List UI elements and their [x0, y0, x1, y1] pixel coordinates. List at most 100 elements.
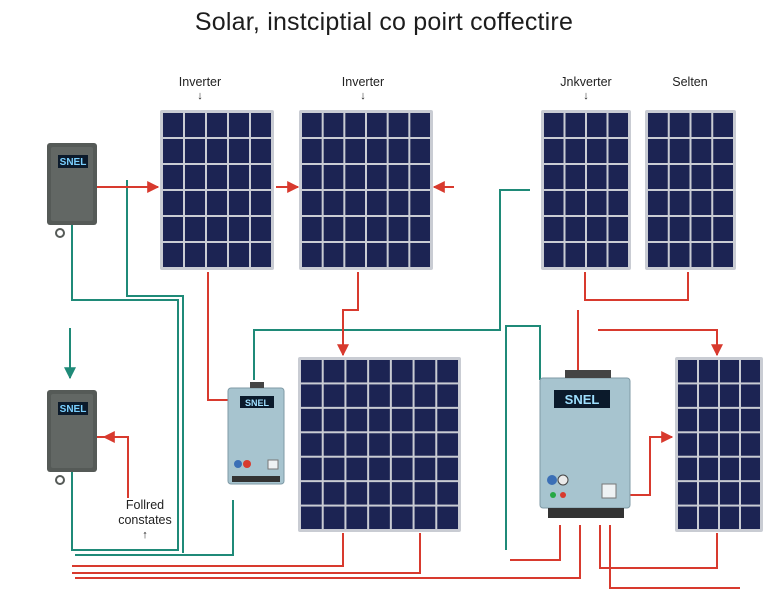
panel-cell [713, 243, 733, 267]
panel-cell [414, 482, 436, 505]
panel-cell [691, 191, 712, 215]
panel-cell [323, 506, 345, 529]
panel-cell [388, 165, 409, 189]
panel-cell [323, 384, 345, 407]
panel-cell [720, 482, 739, 505]
panel-cell [301, 433, 322, 456]
panel-cell [207, 113, 227, 137]
panel-cell [741, 408, 760, 432]
panel-cell [185, 113, 205, 137]
panel-cell [207, 217, 227, 241]
panel-cell [648, 165, 668, 189]
panel-cell [346, 506, 368, 529]
panel-cell [608, 243, 628, 267]
panel-cell [367, 243, 387, 267]
panel-cell [414, 384, 436, 407]
panel-label-3: Jnkverter ↓ [541, 75, 631, 102]
panel-label-2-text: Inverter [341, 75, 385, 89]
panel-cell [414, 360, 436, 383]
panel-cell [544, 191, 564, 215]
panel-cell [437, 506, 458, 529]
down-arrow-icon: ↓ [583, 90, 589, 102]
panel-cell [414, 457, 436, 481]
panel-cell [699, 457, 718, 481]
panel-cell [544, 217, 564, 241]
panel-cell [323, 243, 344, 267]
panel-cell [346, 384, 368, 407]
panel-cell [345, 165, 365, 189]
panel-cell [410, 191, 430, 215]
panel-cell [544, 165, 564, 189]
panel-cell [391, 457, 413, 481]
note-line-1: Follred [125, 498, 165, 512]
panel-cell [388, 113, 409, 137]
panel-cell [251, 139, 271, 163]
panel-cell [302, 243, 322, 267]
panel-cell [565, 191, 585, 215]
panel-cell [251, 217, 271, 241]
panel-cell [369, 482, 390, 505]
panel-cell [544, 113, 564, 137]
wall-unit-bottom [47, 390, 97, 485]
teal-wires [64, 180, 541, 556]
panel-cell [163, 191, 183, 215]
panel-cell [741, 457, 760, 481]
panel-cell [369, 457, 390, 481]
panel-cell [229, 243, 249, 267]
panel-cell [367, 113, 387, 137]
panel-cell [323, 433, 345, 456]
panel-cell [720, 506, 739, 529]
panel-cell [678, 457, 697, 481]
panel-label-4-text: Selten [672, 75, 708, 89]
panel-cell [648, 139, 668, 163]
panel-cell [587, 217, 607, 241]
panel-cell [345, 191, 365, 215]
red-wires [72, 181, 740, 589]
panel-cell [699, 433, 718, 456]
panel-cell [323, 113, 344, 137]
panel-cell [163, 243, 183, 267]
panel-cell [544, 139, 564, 163]
panel-cell [251, 165, 271, 189]
panel-cell [323, 139, 344, 163]
panel-cell [301, 482, 322, 505]
panel-cell [678, 408, 697, 432]
panel-cell [587, 191, 607, 215]
panel-cell [410, 243, 430, 267]
panel-cell [323, 217, 344, 241]
panel-cell [669, 113, 690, 137]
panel-cell [437, 408, 458, 432]
panel-cell [391, 408, 413, 432]
down-arrow-icon: ↓ [360, 90, 366, 102]
panel-cell [251, 113, 271, 137]
panel-cell [229, 113, 249, 137]
panel-cell [391, 433, 413, 456]
panel-cell [587, 113, 607, 137]
panel-cell [207, 243, 227, 267]
panel-cell [713, 113, 733, 137]
panel-cell [678, 384, 697, 407]
panel-cell [741, 384, 760, 407]
panel-cell [544, 243, 564, 267]
panel-cell [251, 191, 271, 215]
panel-cell [587, 165, 607, 189]
panel-cell [251, 243, 271, 267]
panel-cell [678, 482, 697, 505]
note-line-2: constates [118, 513, 172, 527]
panel-cell [391, 384, 413, 407]
panel-cell [207, 165, 227, 189]
panel-label-1-text: Inverter [178, 75, 222, 89]
panel-cell [163, 113, 183, 137]
panel-cell [720, 408, 739, 432]
panel-cell [414, 408, 436, 432]
panel-label-4: Selten [645, 75, 735, 89]
panel-label-2: Inverter ↓ [318, 75, 408, 102]
panel-cell [410, 113, 430, 137]
panel-cell [345, 217, 365, 241]
panel-cell [414, 433, 436, 456]
panel-cell [185, 217, 205, 241]
panel-cell [691, 139, 712, 163]
panel-cell [302, 165, 322, 189]
panel-cell [367, 217, 387, 241]
panel-cell [302, 139, 322, 163]
